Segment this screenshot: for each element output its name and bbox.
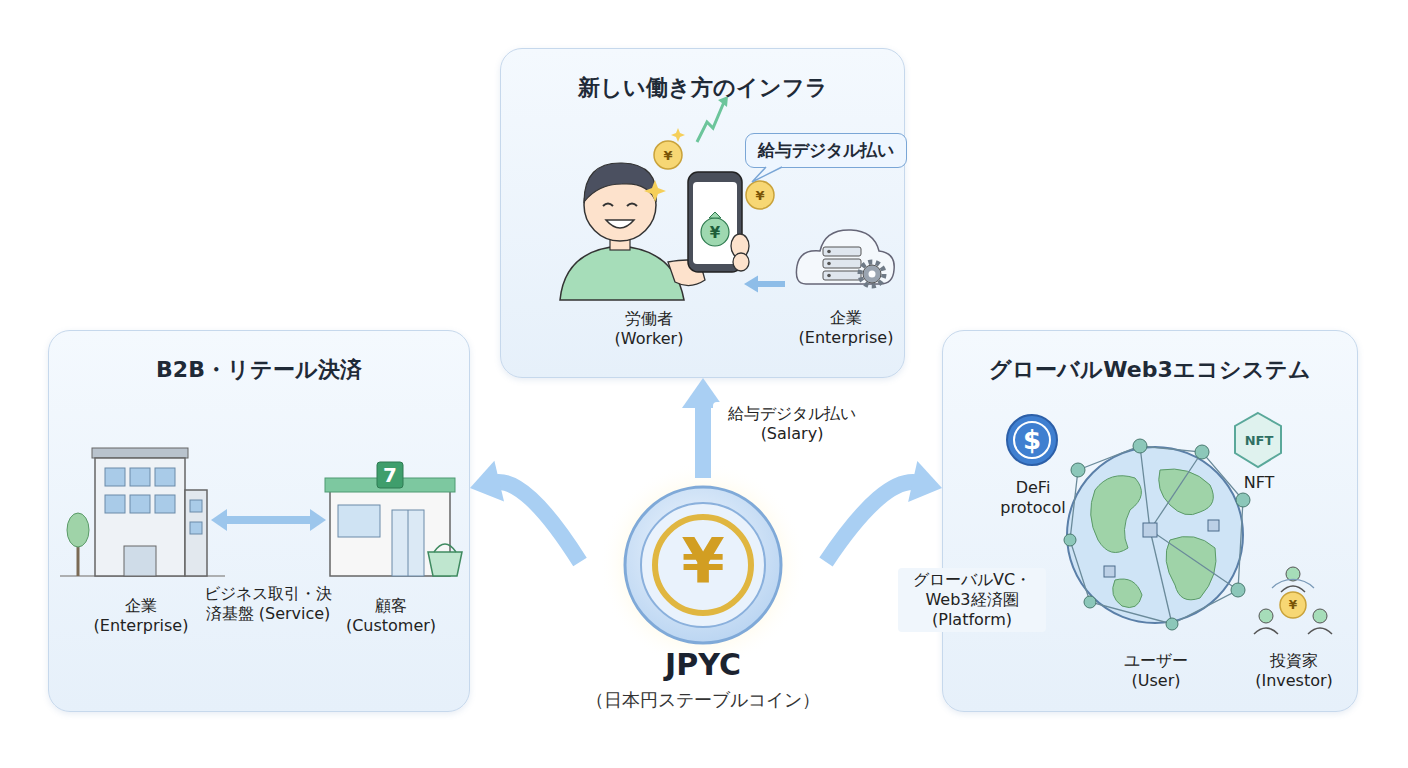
convenience-store (325, 462, 462, 576)
panel-title: グローバルWeb3エコシステム (943, 331, 1357, 385)
node-label: ユーザー (User) (1111, 651, 1201, 691)
arrow-connector (211, 509, 326, 531)
connector-line (695, 402, 711, 478)
globe (1064, 439, 1250, 630)
connector-line (493, 482, 580, 562)
nft-hexagon (1235, 413, 1281, 467)
symbol-label: ¥ (710, 226, 720, 241)
node-label: 顧客 (Customer) (336, 596, 446, 636)
bubble-text: 給与デジタル払い (758, 140, 894, 161)
node-label: NFT (1244, 474, 1275, 492)
icon-node: 投資家 (Investor) (1238, 566, 1350, 691)
arrow-head (211, 509, 227, 531)
arrow-head (470, 461, 504, 502)
worker-figure (560, 163, 705, 300)
bubble-tail (752, 167, 782, 182)
icon-text: ¥ (681, 528, 724, 596)
arrow-connector (826, 461, 942, 562)
node-label: DeFi protocol (993, 478, 1073, 518)
yen-coins (644, 96, 774, 209)
node-label: （日本円ステーブルコイン） (586, 690, 820, 710)
symbol-label: ¥ (663, 149, 672, 162)
jpyc-coin (599, 461, 807, 669)
panel-title: 新しい働き方のインフラ (501, 49, 904, 103)
icon-text: NFT (1245, 434, 1274, 448)
connector-line (755, 281, 785, 287)
defi-icon (1007, 415, 1057, 465)
node-label: 労働者 (Worker) (604, 309, 694, 349)
investor-icon (1254, 567, 1332, 634)
office-building (60, 448, 225, 576)
cloud-server (796, 230, 894, 286)
connector-line (826, 482, 919, 562)
speech-bubble: 給与デジタル払い (745, 133, 907, 168)
symbol-label: 7 (383, 465, 397, 485)
arrow-head (310, 509, 326, 531)
symbol-label: ¥ (755, 189, 764, 202)
smartphone (688, 172, 749, 272)
symbol-label: $ (1023, 427, 1041, 453)
node-label: JPYC (665, 648, 741, 681)
node-label: 投資家 (Investor) (1244, 651, 1344, 691)
symbol-label: ¥ (1289, 599, 1297, 611)
connector-label: 給与デジタル払い (Salary) (713, 402, 871, 446)
arrow-connector (470, 461, 580, 562)
connector-label: ビジネス取引・決済基盤 (Service) (199, 582, 337, 626)
panel-title: B2B・リテール決済 (49, 331, 469, 385)
node-label: 企業 (Enterprise) (791, 308, 901, 348)
arrow-head (744, 276, 758, 293)
arrow-connector (744, 276, 785, 293)
arrow-head (908, 461, 942, 502)
connector-label: グローバルVC・Web3経済圏 (Platform) (898, 568, 1046, 632)
node-label: 企業 (Enterprise) (86, 596, 196, 636)
connector-line (224, 516, 313, 524)
